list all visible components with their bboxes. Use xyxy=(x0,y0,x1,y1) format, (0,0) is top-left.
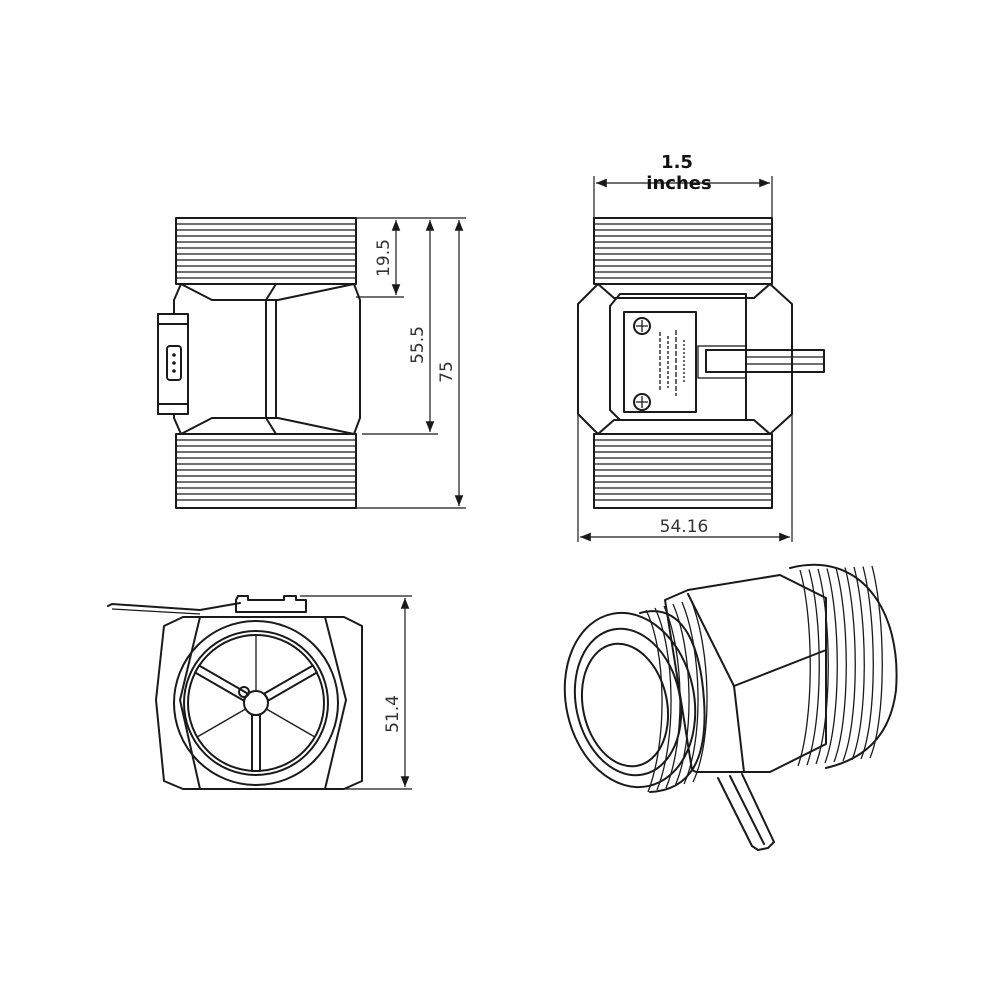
front-screw-top xyxy=(633,317,651,335)
end-impeller xyxy=(194,635,318,772)
front-view: 1.5 inches 54.16 xyxy=(577,152,825,542)
iso-thread-line xyxy=(860,566,874,760)
iso-thread-line xyxy=(690,599,708,783)
dim-55-5-label: 55.5 xyxy=(408,326,428,364)
iso-back-thread-lines xyxy=(797,565,883,767)
iso-thread-line xyxy=(851,566,865,761)
front-label-print xyxy=(659,330,685,396)
iso-front-inner-ring xyxy=(573,627,683,777)
front-wires xyxy=(705,349,825,373)
iso-thread-line xyxy=(797,569,811,767)
impeller-blade xyxy=(196,708,246,738)
front-screw-bottom xyxy=(633,393,651,411)
side-bottom-thread-lines xyxy=(176,439,356,501)
end-hub xyxy=(243,690,269,716)
iso-bore xyxy=(580,642,670,768)
iso-front-outer-ring xyxy=(563,611,697,789)
end-wire xyxy=(107,602,241,611)
iso-thread-line xyxy=(654,607,672,791)
dim-1-5-unit: inches xyxy=(646,173,711,194)
dim-54-16-label: 54.16 xyxy=(660,517,709,537)
iso-thread-line xyxy=(815,568,829,765)
front-top-thread-lines xyxy=(594,223,772,279)
front-wire-bundle xyxy=(705,349,825,373)
end-view: 51.4 xyxy=(107,595,412,790)
side-top-thread xyxy=(175,217,357,285)
iso-thread-line xyxy=(842,567,856,762)
iso-wire-1 xyxy=(717,777,753,847)
side-top-thread-lines xyxy=(176,223,356,279)
isometric-view xyxy=(563,563,898,851)
side-bottom-thread xyxy=(175,433,357,509)
dim-51-4-label: 51.4 xyxy=(383,695,403,733)
side-hex-bottom-edge xyxy=(180,417,277,435)
impeller-spoke xyxy=(263,664,318,702)
iso-wires xyxy=(717,773,775,851)
iso-thread-line xyxy=(824,568,838,764)
front-bottom-thread xyxy=(593,433,773,509)
impeller-blade xyxy=(266,708,316,738)
iso-thread-line xyxy=(833,567,847,763)
iso-front-thread-lines xyxy=(645,599,708,793)
side-hex-top-edge xyxy=(180,283,277,301)
dim-19-5-label: 19.5 xyxy=(374,239,394,277)
iso-thread-line xyxy=(645,609,663,793)
dim-1-5-value: 1.5 xyxy=(661,152,693,173)
front-bottom-thread-lines xyxy=(594,439,772,501)
end-sensor-bracket xyxy=(235,595,307,613)
iso-thread-line xyxy=(681,601,699,785)
iso-hex-body xyxy=(664,574,827,773)
end-thread-ring xyxy=(183,630,329,776)
impeller-spoke xyxy=(251,714,261,772)
front-sensor-plate xyxy=(609,293,747,421)
front-top-thread xyxy=(593,217,773,285)
dim-75-label: 75 xyxy=(437,361,457,383)
side-connector-port xyxy=(166,345,182,381)
iso-thread-line xyxy=(663,605,681,789)
end-outer-ring xyxy=(173,620,339,786)
iso-thread-line xyxy=(806,569,820,766)
side-view: 19.5 55.5 75 xyxy=(157,217,466,509)
iso-back-thread xyxy=(789,563,898,769)
iso-thread-line xyxy=(869,565,883,759)
